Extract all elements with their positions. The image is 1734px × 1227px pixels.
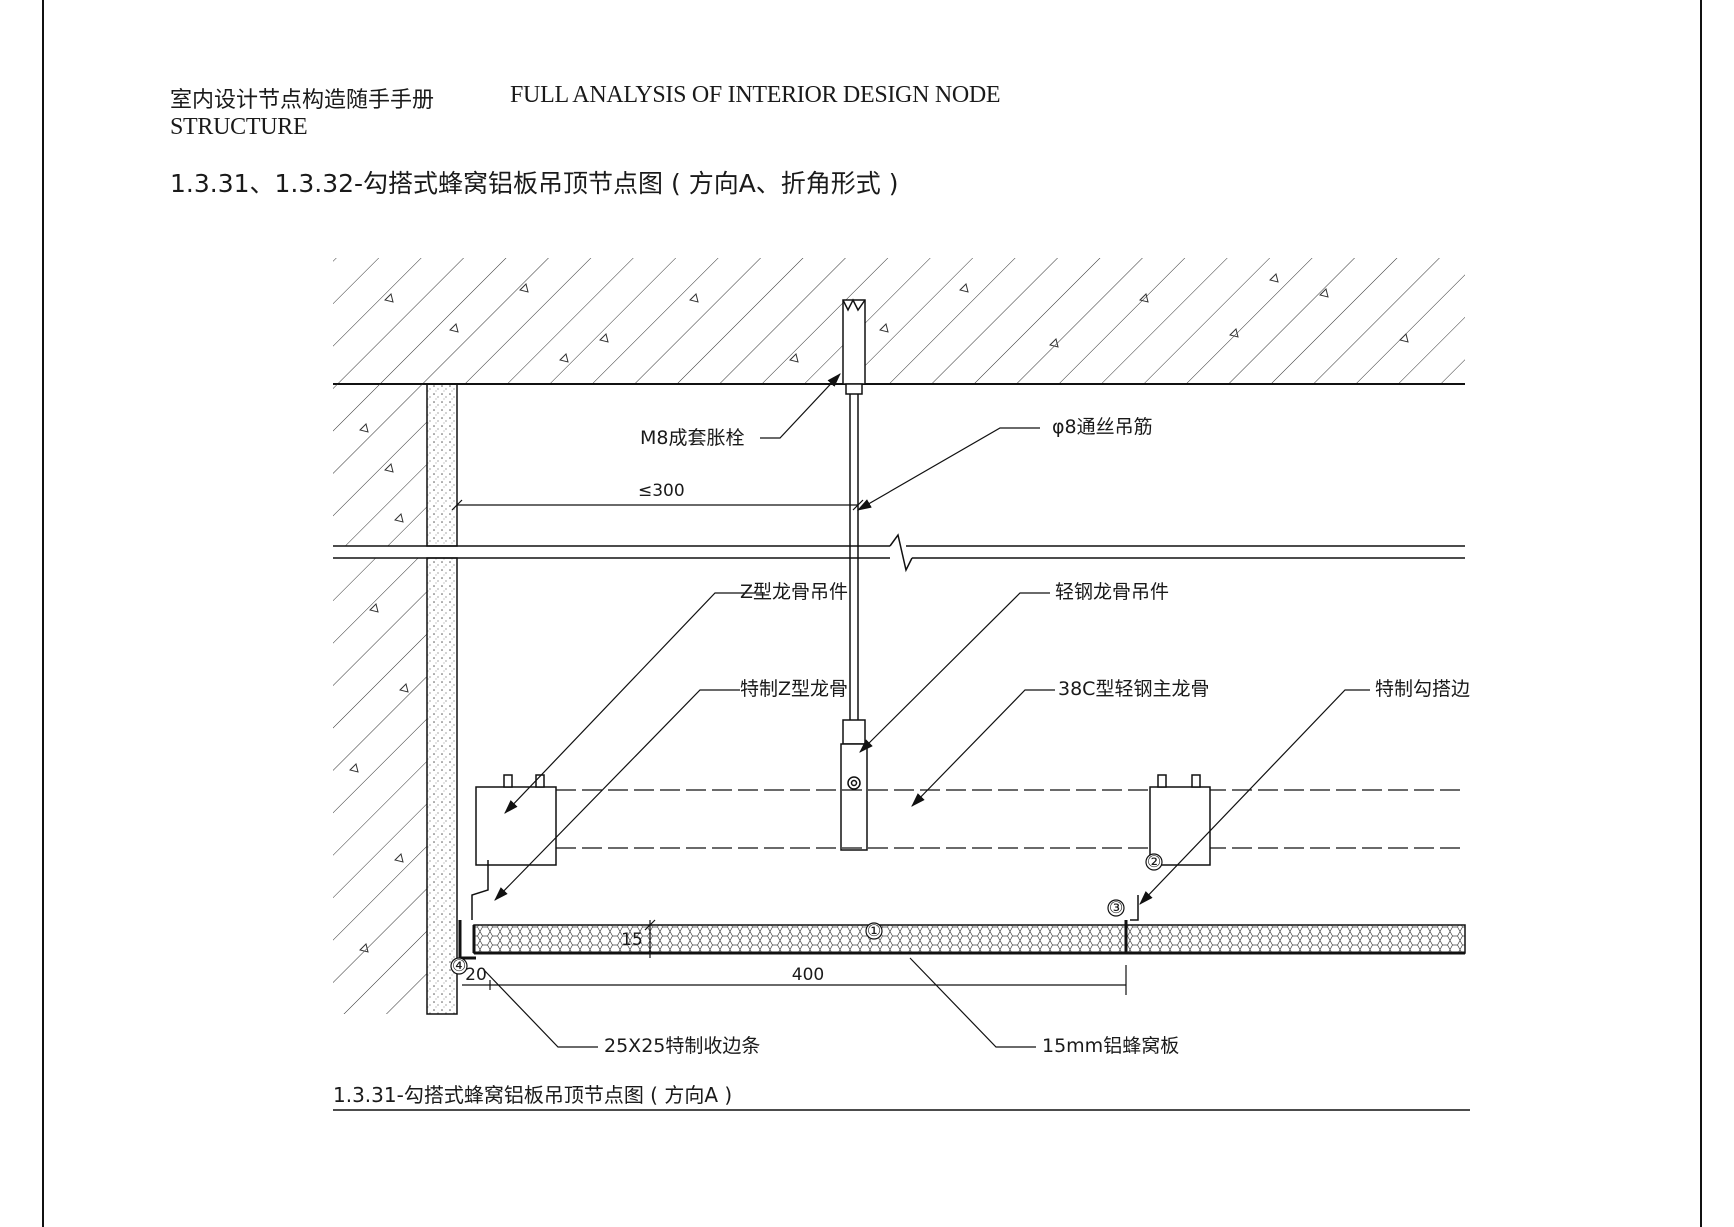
main-keel-38c (556, 789, 1465, 849)
label-edge-strip: 25X25特制收边条 (604, 1035, 760, 1057)
concrete-slab (333, 258, 1465, 385)
label-anchor-bolt: M8成套胀栓 (640, 427, 744, 449)
marker-1: ① (865, 921, 883, 940)
svg-text:④: ④ (452, 956, 466, 975)
svg-text:③: ③ (1109, 898, 1123, 917)
sheet-border-right (1700, 0, 1702, 1227)
z-hanger-right (1130, 774, 1211, 921)
sheet-border-left (42, 0, 44, 1227)
label-z-hanger: Z型龙骨吊件 (740, 581, 848, 603)
dim-panel-width-text: 400 (792, 965, 824, 985)
label-light-steel-hanger: 轻钢龙骨吊件 (1055, 581, 1169, 603)
book-title-cn: 室内设计节点构造随手手册 (170, 88, 435, 113)
svg-text:②: ② (1147, 852, 1161, 871)
label-honeycomb-panel: 15mm铝蜂窝板 (1042, 1035, 1179, 1057)
dim-panel-width (462, 965, 1127, 995)
book-title-en: FULL ANALYSIS OF INTERIOR DESIGN NODE (510, 82, 1001, 108)
dim-panel-thickness-text: 15 (621, 930, 643, 950)
marker-4: ④ (450, 956, 468, 975)
break-line (333, 533, 1465, 573)
dim-edge-gap-text: 20 (465, 965, 487, 985)
dim-max-spacing-text: ≤300 (638, 481, 685, 501)
svg-text:①: ① (867, 921, 881, 940)
label-main-keel: 38C型轻钢主龙骨 (1058, 678, 1209, 700)
anchor-bolt (842, 298, 866, 395)
marker-2: ② (1145, 852, 1163, 871)
threaded-rod (849, 394, 859, 720)
label-threaded-rod: φ8通丝吊筋 (1052, 416, 1153, 438)
dim-panel-thickness (644, 919, 656, 958)
label-hook-edge: 特制勾搭边 (1375, 678, 1470, 700)
marker-3: ③ (1107, 898, 1125, 917)
dim-max-spacing (451, 499, 864, 511)
diagram-caption: 1.3.31-勾搭式蜂窝铝板吊顶节点图 ( 方向A ) (333, 1083, 732, 1107)
leader-lines (483, 373, 1370, 1048)
section-title: 1.3.31、1.3.32-勾搭式蜂窝铝板吊顶节点图 ( 方向A、折角形式 ) (170, 169, 899, 198)
label-special-z-keel: 特制Z型龙骨 (740, 678, 848, 700)
concrete-wall (333, 383, 458, 1015)
light-steel-hanger (840, 719, 868, 851)
z-hanger-left (471, 774, 557, 920)
honeycomb-panel (472, 920, 1466, 955)
book-title-en-line2: STRUCTURE (170, 114, 308, 140)
